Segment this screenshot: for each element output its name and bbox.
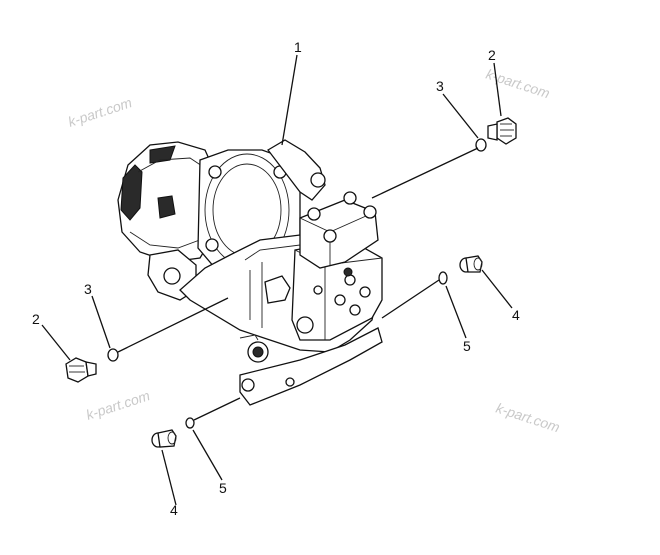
watermark-top-right: k-part.com [484,66,552,102]
plug-upper-right [487,117,517,145]
plug-small-lower [151,429,177,448]
callout-1: 1 [294,39,302,55]
watermark-bottom-left: k-part.com [84,387,152,423]
callout-4-lower: 4 [170,502,178,518]
watermark-top-left: k-part.com [66,94,134,130]
watermark-bottom-right: k-part.com [494,400,562,436]
callout-4-right: 4 [512,307,520,323]
o-ring-left [107,348,119,362]
callout-2-left: 2 [32,311,40,327]
callout-5-lower: 5 [219,480,227,496]
plug-left [65,357,97,383]
travel-motor-assembly [117,139,383,406]
callout-2-upper: 2 [488,47,496,63]
axis-lines [117,147,479,421]
leader-lines [41,54,513,506]
callout-3-upper: 3 [436,78,444,94]
o-ring-upper-right [475,138,487,152]
callout-3-left: 3 [84,281,92,297]
plug-small-right [459,255,483,273]
o-ring-lower-left [185,417,195,429]
callout-5-right: 5 [463,338,471,354]
o-ring-right [438,271,448,285]
